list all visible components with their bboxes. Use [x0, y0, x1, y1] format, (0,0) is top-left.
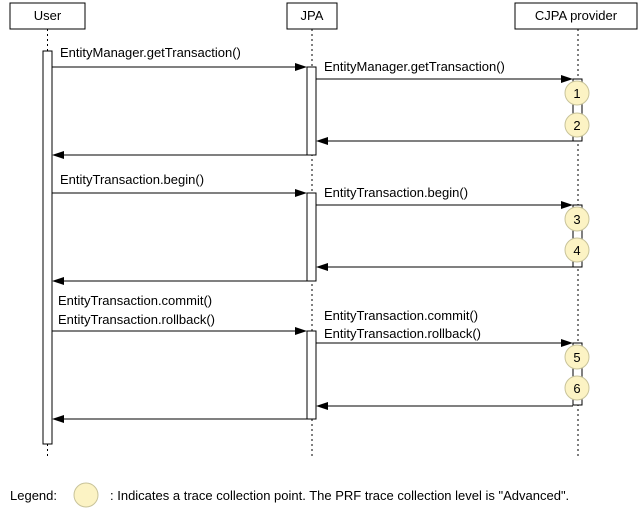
trace-point-4 [564, 237, 590, 263]
return-provider-to-jpa-3-arrowhead [316, 402, 328, 410]
trace-point-6 [564, 375, 590, 401]
return-jpa-to-user-2-arrowhead [52, 277, 64, 285]
provider-activation-3 [572, 342, 583, 406]
lifeline-provider-box [514, 2, 638, 30]
msg-get-transaction-user-label: EntityManager.getTransaction() [60, 45, 241, 60]
jpa-activation-3 [306, 330, 317, 420]
msg-commit-user-arrowhead [295, 327, 307, 335]
msg-begin-user-label: EntityTransaction.begin() [60, 172, 204, 187]
trace-point-6-label: 6 [573, 381, 580, 396]
trace-point-2-label: 2 [573, 118, 580, 133]
legend-description: : Indicates a trace collection point. Th… [110, 488, 569, 503]
msg-begin-jpa-arrowhead [561, 201, 573, 209]
msg-commit-jpa-arrowhead [561, 339, 573, 347]
return-jpa-to-user-1-arrowhead [52, 151, 64, 159]
jpa-activation-2 [306, 192, 317, 282]
trace-point-5-label: 5 [573, 350, 580, 365]
lifeline-jpa-box [286, 2, 338, 30]
trace-point-1-label: 1 [573, 86, 580, 101]
msg-rollback-jpa-label: EntityTransaction.rollback() [324, 326, 481, 341]
lifeline-user-label: User [34, 8, 62, 23]
msg-commit-jpa-label: EntityTransaction.commit() [324, 308, 478, 323]
msg-get-transaction-user-arrowhead [295, 63, 307, 71]
msg-get-transaction-jpa-arrowhead [561, 75, 573, 83]
return-provider-to-jpa-1-arrowhead [316, 137, 328, 145]
msg-get-transaction-jpa-label: EntityManager.getTransaction() [324, 59, 505, 74]
trace-point-1 [564, 80, 590, 106]
trace-point-3-label: 3 [573, 212, 580, 227]
msg-begin-jpa-label: EntityTransaction.begin() [324, 185, 468, 200]
return-provider-to-jpa-2-arrowhead [316, 263, 328, 271]
lifeline-user-box [9, 2, 86, 30]
msg-begin-user-arrowhead [295, 189, 307, 197]
lifeline-jpa-label: JPA [301, 8, 324, 23]
user-activation [42, 50, 53, 445]
return-jpa-to-user-3-arrowhead [52, 415, 64, 423]
msg-rollback-user-label: EntityTransaction.rollback() [58, 312, 215, 327]
provider-activation-1 [572, 78, 583, 142]
legend-trace-point-icon [73, 482, 99, 508]
lifeline-provider-label: CJPA provider [535, 8, 618, 23]
trace-point-2 [564, 112, 590, 138]
trace-point-3 [564, 206, 590, 232]
jpa-activation-1 [306, 66, 317, 156]
trace-point-4-label: 4 [573, 243, 580, 258]
trace-point-5 [564, 344, 590, 370]
provider-activation-2 [572, 204, 583, 268]
legend-label: Legend: [10, 488, 57, 503]
msg-commit-user-label: EntityTransaction.commit() [58, 293, 212, 308]
